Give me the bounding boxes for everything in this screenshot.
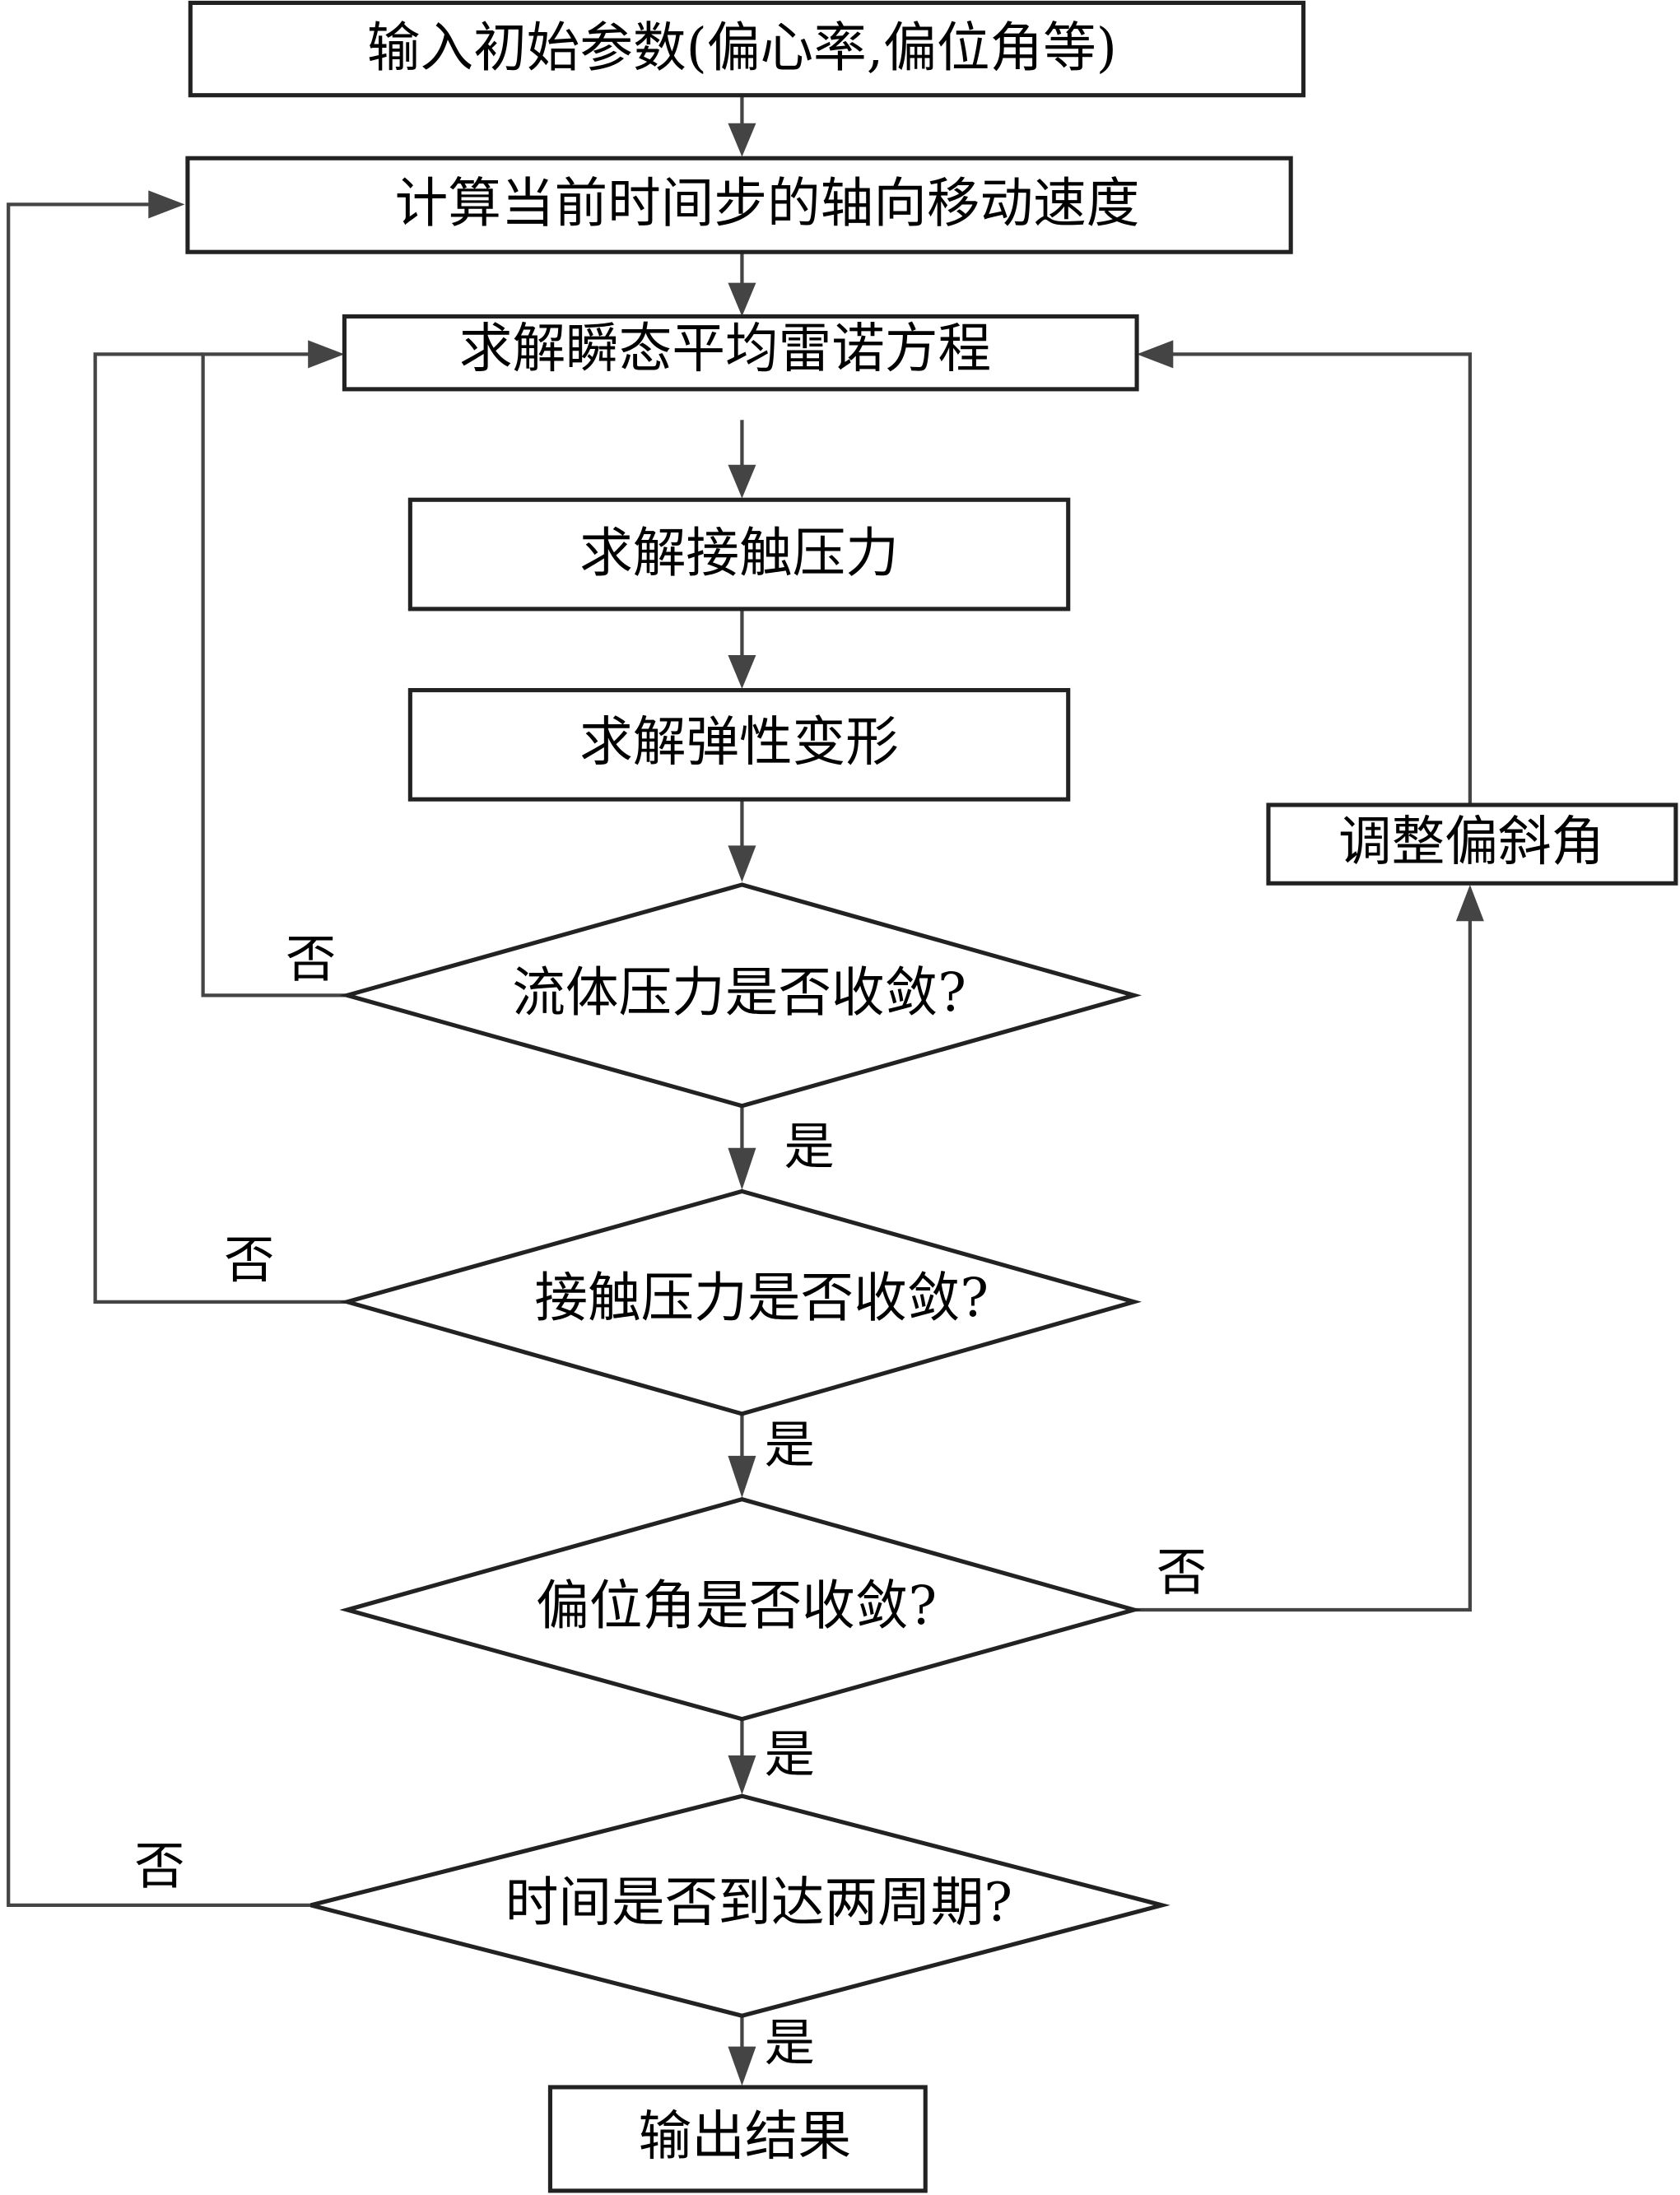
label-no-contact: 否 [224, 1231, 274, 1290]
arrowhead [728, 845, 756, 882]
decision-contact-converge-label: 接触压力是否收敛? [534, 1267, 989, 1329]
label-yes-fluid: 是 [784, 1118, 834, 1176]
decision-fluid-converge: 流体压力是否收敛? [339, 882, 1142, 1109]
decision-contact-converge: 接触压力是否收敛? [339, 1188, 1142, 1416]
arrowhead [728, 655, 756, 689]
arrowhead [728, 1755, 756, 1795]
node-output-label: 输出结果 [639, 2106, 852, 2168]
label-yes-contact: 是 [765, 1416, 815, 1475]
edge-attitude-no [1133, 917, 1473, 1612]
label-no-time: 否 [134, 1837, 184, 1895]
node-input: 输入初始参数(偏心率,偏位角等) [188, 0, 1306, 98]
decision-attitude-converge: 偏位角是否收敛? [339, 1496, 1142, 1722]
node-solve-elastic-label: 求解弹性变形 [579, 712, 899, 774]
arrowhead [728, 123, 756, 157]
node-solve-elastic: 求解弹性变形 [407, 688, 1071, 802]
decision-fluid-converge-label: 流体压力是否收敛? [512, 962, 966, 1024]
arrowhead [1455, 884, 1484, 922]
arrowhead [148, 190, 185, 219]
edge-time-no [7, 202, 311, 1908]
node-input-label: 输入初始参数(偏心率,偏位角等) [367, 17, 1117, 79]
decision-time-check-label: 时间是否到达两周期? [505, 1872, 1012, 1934]
edge-contact-no [93, 352, 347, 1304]
label-no-fluid: 否 [286, 930, 336, 988]
node-adjust-angle: 调整偏斜角 [1266, 802, 1678, 886]
arrowhead [728, 1455, 756, 1498]
node-calc-velocity-label: 计算当前时间步的轴向移动速度 [395, 173, 1140, 235]
label-no-attitude: 否 [1156, 1543, 1207, 1602]
arrowhead [1137, 340, 1174, 369]
label-yes-time: 是 [765, 2014, 815, 2072]
node-solve-contact-label: 求解接触压力 [579, 523, 899, 584]
arrowhead [308, 340, 345, 369]
branch-labels: 否 是 否 是 否 是 否 是 [134, 930, 1207, 2072]
arrowhead [728, 2046, 756, 2086]
arrowhead [728, 464, 756, 499]
node-solve-contact: 求解接触压力 [407, 497, 1071, 612]
decision-time-check: 时间是否到达两周期? [309, 1793, 1170, 2018]
node-adjust-angle-label: 调整偏斜角 [1338, 811, 1604, 872]
label-yes-attitude: 是 [765, 1725, 815, 1783]
node-calc-velocity: 计算当前时间步的轴向移动速度 [185, 156, 1293, 254]
edge-fluid-no [201, 352, 347, 998]
node-output: 输出结果 [547, 2085, 928, 2193]
arrowhead [728, 1147, 756, 1190]
connectors [7, 95, 1484, 2086]
node-solve-reynolds-label: 求解瞬态平均雷诺方程 [459, 319, 991, 380]
arrowhead [728, 282, 756, 317]
decision-attitude-converge-label: 偏位角是否收敛? [536, 1575, 937, 1637]
edge-adjust-to-reynolds [1165, 352, 1473, 806]
node-solve-reynolds: 求解瞬态平均雷诺方程 [342, 314, 1139, 392]
